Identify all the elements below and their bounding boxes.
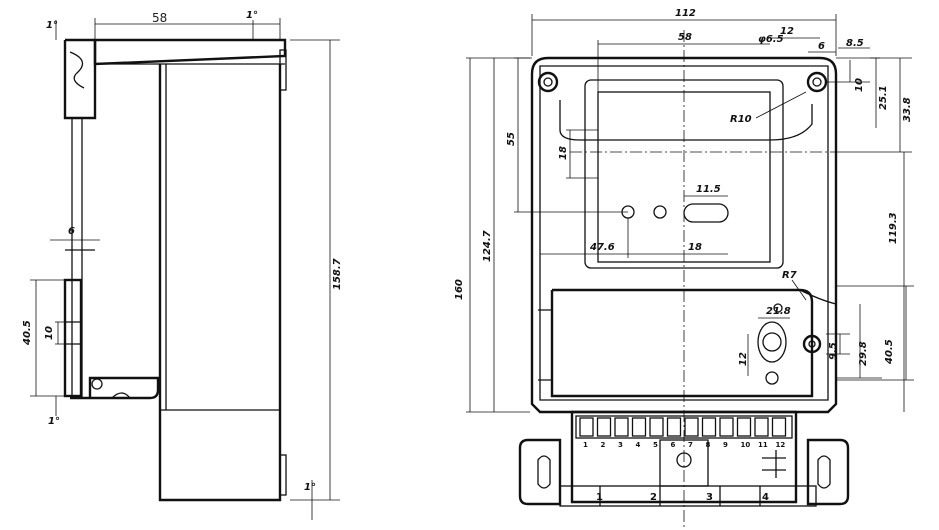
dim-25-1: 25.1 (878, 85, 889, 110)
dim-18: 18 (688, 242, 702, 253)
dim-r10: R10 (730, 114, 752, 125)
group-label-3: 3 (706, 492, 713, 503)
terminal-screw (719, 417, 734, 437)
dim-overall-height: 160 (454, 279, 465, 300)
terminal-number: 1 (583, 441, 588, 449)
terminal-number: 5 (653, 441, 658, 449)
terminal-screw (631, 417, 647, 437)
dim-window-height: 18 (558, 146, 569, 160)
terminal-screw (614, 417, 629, 437)
led-2 (653, 205, 667, 219)
dim-phi-6-5: φ6.5 (758, 34, 784, 45)
terminal-screw (666, 417, 682, 437)
terminal-screw (649, 417, 664, 437)
terminal-screw (754, 417, 769, 437)
terminal-screw (736, 417, 752, 437)
dim-55: 55 (506, 132, 517, 146)
side-angle-bottom-right: 1° (304, 482, 316, 493)
side-slot-height: 40.5 (22, 320, 33, 346)
terminal-screw (596, 417, 612, 437)
side-angle-top-left: 1° (46, 20, 58, 31)
terminal-screw (701, 417, 717, 437)
dim-overall-width: 112 (675, 8, 696, 19)
terminal-number: 2 (601, 441, 606, 449)
side-view: 58 1° 1° 158.7 6 40.5 10 1° 1° (22, 10, 343, 520)
dim-12: 12 (780, 26, 794, 37)
terminal-number: 3 (618, 441, 623, 449)
screw-top-left (537, 71, 559, 93)
group-label-1: 1 (596, 492, 603, 503)
dim-29-8: 29.8 (858, 341, 869, 366)
dim-40-5: 40.5 (884, 339, 895, 365)
side-angle-bottom-left: 1° (48, 416, 60, 427)
dim-10: 10 (854, 78, 865, 92)
dim-6: 6 (818, 41, 825, 52)
dim-12-lower: 12 (738, 352, 749, 366)
dim-8-5: 8.5 (846, 38, 864, 49)
dim-47-6: 47.6 (589, 242, 615, 253)
terminal-number: 8 (706, 441, 711, 449)
terminal-screw (684, 417, 699, 437)
dim-led-width: 11.5 (696, 184, 721, 195)
led-slot (683, 203, 729, 223)
terminal-number: 7 (688, 441, 693, 449)
screw-top-right (806, 71, 828, 93)
dim-119-3: 119.3 (888, 212, 899, 244)
dim-21-8: 21.8 (766, 306, 791, 317)
side-slot-inner: 10 (44, 326, 55, 340)
terminal-screw (579, 417, 594, 437)
dim-window-width: 58 (678, 32, 692, 43)
group-label-4: 4 (762, 492, 769, 503)
dim-124-7: 124.7 (482, 230, 493, 262)
terminal-number: 6 (671, 441, 676, 449)
group-label-2: 2 (650, 492, 657, 503)
dim-33-8: 33.8 (902, 97, 913, 122)
side-height-label: 158.7 (332, 258, 343, 290)
terminal-number: 10 (741, 441, 751, 449)
dim-r7: R7 (782, 270, 797, 281)
side-flange-label: 6 (68, 226, 75, 237)
dim-9-5: 9.5 (828, 342, 839, 360)
terminal-number: 9 (723, 441, 728, 449)
terminal-screw (771, 417, 787, 437)
terminal-number: 12 (776, 441, 786, 449)
side-angle-top-right: 1° (246, 10, 258, 21)
terminal-number: 11 (758, 441, 768, 449)
side-width-label: 58 (152, 11, 167, 25)
terminal-number: 4 (636, 441, 641, 449)
